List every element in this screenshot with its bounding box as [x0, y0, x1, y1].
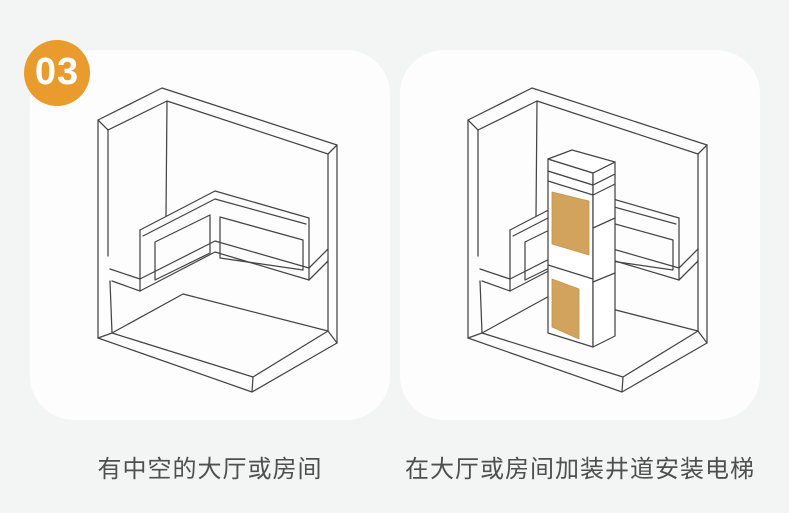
shaft-band-lines — [548, 181, 615, 282]
shaft-cap-top-face — [548, 150, 615, 173]
card-hollow-room — [30, 50, 390, 420]
room-wall-inner-verticals — [108, 101, 328, 333]
mezzanine-slab-edges — [480, 249, 698, 291]
caption-hollow-room: 有中空的大厅或房间 — [97, 456, 323, 483]
railing-top-rails — [140, 191, 309, 236]
room-floor-connectors — [468, 331, 707, 392]
railing-panel-left — [155, 215, 210, 280]
mezzanine-slab-edges — [110, 249, 328, 291]
railing-panel-right — [220, 217, 303, 270]
room-floor-connectors — [98, 331, 337, 392]
room-wall-inner-verticals — [478, 101, 698, 333]
railing-end-posts — [140, 218, 309, 291]
elevator-door-lower — [552, 279, 579, 339]
room-wall-top-edges — [468, 101, 707, 154]
step-badge: 03 — [24, 40, 90, 106]
room-wall-top-edges — [98, 101, 337, 154]
step-number: 03 — [34, 50, 80, 93]
card-elevator-shaft-room — [400, 50, 760, 420]
elevator-door-upper — [552, 192, 589, 255]
hollow-room-isometric-drawing — [85, 85, 355, 395]
elevator-shaft-isometric-drawing — [455, 85, 725, 395]
caption-elevator-shaft: 在大厅或房间加装井道安装电梯 — [405, 456, 755, 483]
railing-end-posts — [510, 218, 679, 291]
room-floor — [112, 294, 328, 377]
railing-bottom-rails — [140, 241, 309, 291]
elevator-doors — [552, 192, 589, 339]
shaft-right-face — [593, 174, 615, 347]
